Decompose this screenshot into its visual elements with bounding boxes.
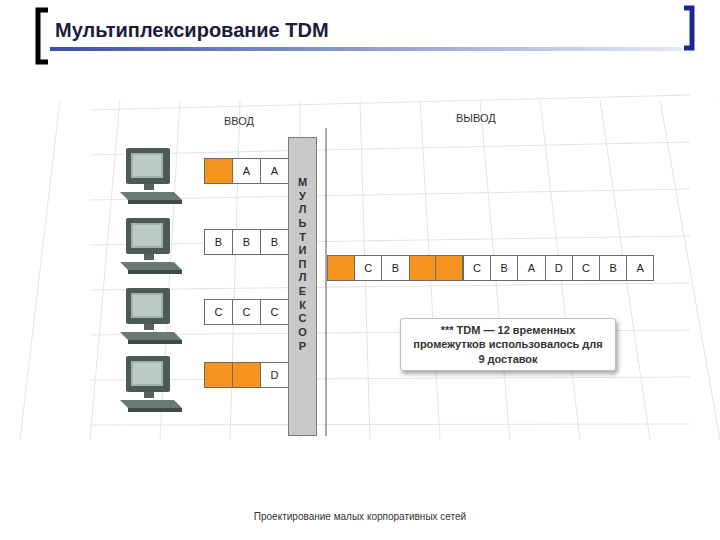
time-slot: C bbox=[572, 255, 600, 281]
slot-letter: A bbox=[243, 165, 250, 177]
slot-letter: B bbox=[271, 236, 278, 248]
slot-letter: B bbox=[243, 236, 250, 248]
divider-line bbox=[326, 128, 327, 436]
slot-letter: D bbox=[271, 369, 279, 381]
bracket bbox=[684, 8, 692, 48]
slot-letter: C bbox=[582, 262, 590, 274]
time-slot: C bbox=[354, 255, 382, 281]
time-slot: C bbox=[260, 299, 289, 325]
slot-letter: C bbox=[215, 306, 223, 318]
column-heading: ВЫВОД bbox=[456, 112, 496, 124]
slot-letter: B bbox=[215, 236, 222, 248]
slot-letter: A bbox=[271, 165, 278, 177]
time-slot: D bbox=[545, 255, 573, 281]
computer-icon bbox=[120, 218, 182, 274]
slot-letter: C bbox=[271, 306, 279, 318]
slot-letter: C bbox=[364, 262, 372, 274]
slot-letter: C bbox=[473, 262, 481, 274]
note-callout: *** TDM — 12 временных промежутков испол… bbox=[400, 318, 616, 371]
slot-letter: B bbox=[609, 262, 616, 274]
computer-icon bbox=[120, 288, 182, 344]
multiplexer-bar: МУЛЬТИПЛЕКСОР bbox=[288, 137, 317, 436]
slot-letter: A bbox=[637, 262, 644, 274]
title-rule bbox=[50, 47, 682, 51]
computer-icon bbox=[120, 148, 182, 204]
computer-icon bbox=[120, 356, 182, 412]
time-slot: A bbox=[626, 255, 654, 281]
slot-letter: B bbox=[392, 262, 399, 274]
time-slot: B bbox=[232, 229, 261, 255]
device-label: МУЛЬТИПЛЕКСОР bbox=[297, 176, 308, 353]
time-slot: A bbox=[232, 158, 261, 184]
time-slot: A bbox=[260, 158, 289, 184]
note-text: *** TDM — 12 временных промежутков испол… bbox=[409, 323, 607, 366]
slot-letter: C bbox=[243, 306, 251, 318]
slot-letter: B bbox=[501, 262, 508, 274]
slide-title: Мультиплексирование TDM bbox=[55, 19, 329, 42]
column-heading: ВВОД bbox=[224, 115, 254, 127]
time-slot: A bbox=[517, 255, 545, 281]
bracket bbox=[38, 10, 48, 62]
time-slot: C bbox=[204, 299, 233, 325]
footer-text: Проектирование малых корпоративных сетей bbox=[0, 511, 720, 522]
slot-letter: A bbox=[528, 262, 535, 274]
slot-letter: D bbox=[555, 262, 563, 274]
time-slot: B bbox=[381, 255, 409, 281]
time-slot: B bbox=[204, 229, 233, 255]
time-slot: B bbox=[599, 255, 627, 281]
time-slot: B bbox=[490, 255, 518, 281]
perspective-grid bbox=[20, 95, 720, 440]
time-slot: C bbox=[463, 255, 491, 281]
time-slot: D bbox=[260, 362, 289, 388]
time-slot: B bbox=[260, 229, 289, 255]
time-slot: C bbox=[232, 299, 261, 325]
